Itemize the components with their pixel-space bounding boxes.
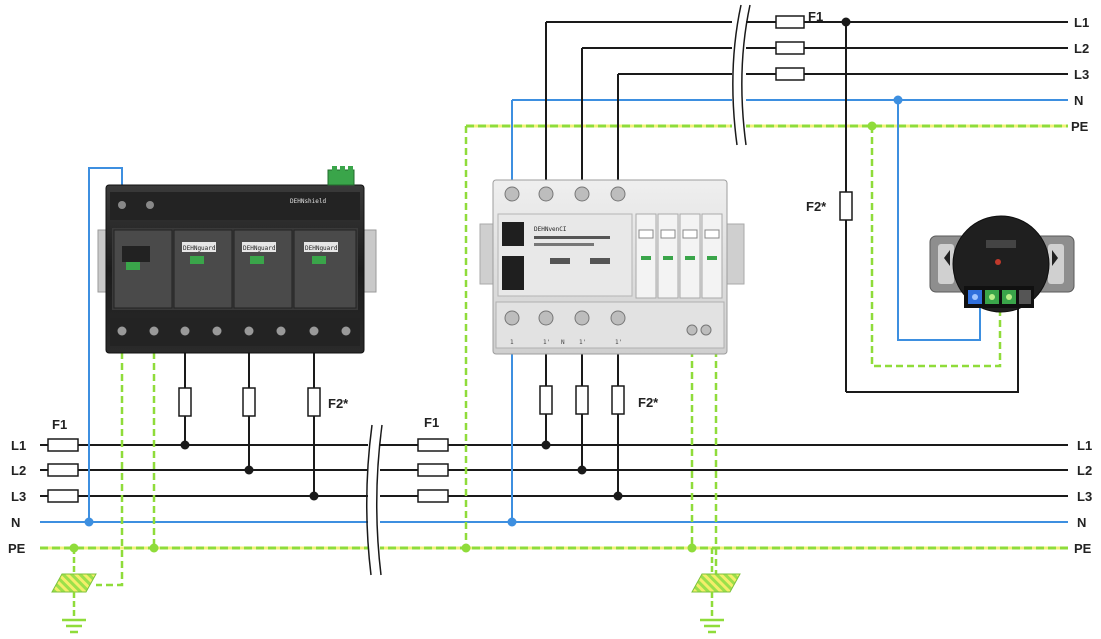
earth-ground-icon [51, 548, 97, 634]
top-f1-label: F1 [808, 9, 823, 24]
device2-f2-label: F2* [638, 395, 659, 410]
earth-ground-icon [691, 548, 741, 634]
bottom-left-f1-label: F1 [52, 417, 67, 432]
junction-dot-icon [180, 440, 190, 450]
device1-module-label: DEHNguard [243, 245, 276, 252]
fuse-icon [775, 41, 805, 55]
device1-module-label: DEHNguard [305, 245, 338, 252]
fuse-icon [417, 489, 449, 503]
junction-dot-icon [577, 465, 587, 475]
bottom-right-l2-label: L2 [1077, 463, 1092, 478]
junction-dot-icon [84, 517, 94, 527]
line-break-icon [365, 424, 383, 576]
bottom-mid-f1-fuses: F1 [417, 415, 449, 503]
status-led-icon [995, 259, 1001, 265]
surge-protector-device-2: DEHNvenCI [479, 179, 745, 355]
bottom-left-l3-label: L3 [11, 489, 26, 504]
device2-module [635, 213, 657, 299]
device1-module: DEHNguard [173, 229, 233, 309]
device1-module [113, 229, 173, 309]
device1-wiring: F2* [88, 167, 349, 587]
junction-dot-icon [149, 543, 159, 553]
device2-terminal-mark: 1 [510, 339, 514, 346]
device2-wiring: F2* [464, 22, 718, 585]
device1-module-label: DEHNguard [183, 245, 216, 252]
junction-dot-icon [841, 17, 851, 27]
bottom-right-n-label: N [1077, 515, 1086, 530]
top-right-l3-label: L3 [1074, 67, 1089, 82]
fuse-icon [47, 489, 79, 503]
fuse-icon [539, 385, 553, 415]
bottom-bus [40, 444, 1068, 550]
device2-header-label: DEHNvenCI [534, 226, 567, 233]
top-f1-fuses: F1 [775, 9, 823, 81]
line-break-icon [732, 4, 751, 146]
fuse-icon [775, 67, 805, 81]
top-right-l1-label: L1 [1074, 15, 1089, 30]
bottom-left-l2-label: L2 [11, 463, 26, 478]
device1-f2-label: F2* [328, 396, 349, 411]
fuse-icon [178, 387, 192, 417]
device2-terminal-mark: N [561, 339, 565, 346]
bottom-left-f1-fuses: F1 [47, 417, 79, 503]
device1-pe-wire-a [96, 352, 124, 587]
device2-module [679, 213, 701, 299]
surge-protector-device-1: DEHNshield DEHNguard DEHNguard DEHNguard [97, 166, 377, 354]
bottom-right-pe-label: PE [1074, 541, 1092, 556]
flush-mount-surge-device [929, 215, 1075, 313]
top-right-l2-label: L2 [1074, 41, 1089, 56]
device1-module: DEHNguard [233, 229, 293, 309]
socket-pe-wire [870, 126, 1002, 368]
junction-dot-icon [687, 543, 697, 553]
bottom-left-n-label: N [11, 515, 20, 530]
junction-dot-icon [893, 95, 903, 105]
device1-green-connector [327, 169, 355, 186]
device2-display [502, 222, 524, 246]
device1-n-feed-wire [88, 167, 123, 522]
device2-module [701, 213, 723, 299]
device2-terminal-mark: 1' [579, 339, 586, 346]
fuse-icon [47, 463, 79, 477]
junction-dot-icon [309, 491, 319, 501]
socket-wiring: F2* [806, 22, 1019, 393]
socket-n-wire [897, 100, 981, 341]
fuse-icon [575, 385, 589, 415]
fuse-icon [839, 191, 853, 221]
top-right-n-label: N [1074, 93, 1083, 108]
device1-module: DEHNguard [293, 229, 357, 309]
bottom-left-pe-label: PE [8, 541, 26, 556]
junction-dot-icon [461, 543, 471, 553]
fuse-icon [611, 385, 625, 415]
junction-dot-icon [244, 465, 254, 475]
fuse-icon [242, 387, 256, 417]
fuse-icon [307, 387, 321, 417]
top-right-pe-label: PE [1071, 119, 1089, 134]
bottom-mid-f1-label: F1 [424, 415, 439, 430]
bottom-left-l1-label: L1 [11, 438, 26, 453]
fuse-icon [417, 463, 449, 477]
device2-terminal-mark: 1' [543, 339, 550, 346]
device2-terminal-mark: 1' [615, 339, 622, 346]
fuse-icon [417, 438, 449, 452]
junction-dots [69, 17, 903, 553]
junction-dot-icon [867, 121, 877, 131]
device2-module [657, 213, 679, 299]
junction-dot-icon [613, 491, 623, 501]
fuse-icon [47, 438, 79, 452]
device1-header-label: DEHNshield [290, 198, 327, 205]
junction-dot-icon [507, 517, 517, 527]
socket-f2-label: F2* [806, 199, 827, 214]
top-bus [466, 21, 1068, 128]
bottom-right-l1-label: L1 [1077, 438, 1092, 453]
junction-dot-icon [541, 440, 551, 450]
socket-l1-wire [846, 306, 1019, 393]
bottom-right-l3-label: L3 [1077, 489, 1092, 504]
fuse-icon [775, 15, 805, 29]
